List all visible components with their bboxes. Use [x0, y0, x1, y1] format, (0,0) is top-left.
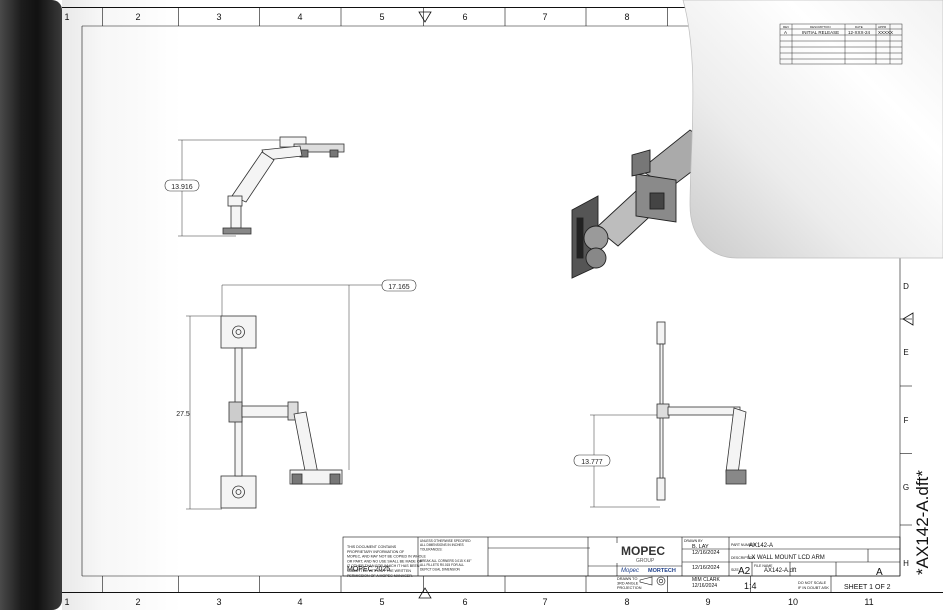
column-number: 6 [462, 597, 467, 607]
top-view [178, 136, 345, 237]
rev-header-appr: APPR [878, 25, 887, 29]
note-line: DEPICT DUAL DIMENSION [420, 567, 461, 571]
column-number: 1 [64, 12, 69, 22]
column-number: 5 [379, 12, 384, 22]
size-value: A2 [738, 566, 751, 577]
note-line: PERMISSION OF A MOPEC MANAGER. [347, 574, 413, 578]
approved-name: MIM CLARK [692, 577, 720, 583]
column-number: 3 [216, 12, 221, 22]
part-number: AX142-A [749, 543, 773, 549]
column-number: 2 [135, 597, 140, 607]
approved-date: 12/16/2024 [692, 583, 717, 589]
logo-mopec: Mopec [621, 568, 639, 574]
file-tag: *AX142-A.dft* [913, 470, 932, 575]
no-scale-1: DO NOT SCALE [798, 581, 827, 585]
note-line: 3RD ANGLE [617, 582, 639, 586]
title-block [342, 536, 901, 577]
sheet-label: SHEET 1 OF 2 [844, 584, 891, 591]
dimension-label: 17.165 [388, 284, 410, 291]
column-number: 3 [216, 597, 221, 607]
checked-date: 12/16/2024 [692, 565, 720, 571]
note-line: SUBMITTED WITHOUT THE WRITTEN [347, 569, 411, 573]
dimension-label: 27.5 [176, 411, 190, 418]
note-line: PROPRIETARY INFORMATION OF [347, 550, 405, 554]
note-line: ALL FILLETS R0.015 FOR ALL [420, 563, 464, 567]
row-letter: F [904, 416, 909, 425]
description-label: DESCRIPTION [731, 556, 755, 560]
side-height-dim: 13.777 [573, 454, 611, 467]
logo-mortech: MORTECH [648, 568, 676, 574]
drawn-date: 12/16/2024 [692, 550, 720, 556]
row-letter: D [903, 282, 909, 291]
column-number: 7 [542, 12, 547, 22]
top-height-dim: 13.916 [164, 179, 200, 192]
scale-value: 1:4 [744, 581, 757, 591]
row-letter: G [903, 483, 909, 492]
row-letter: E [903, 348, 908, 357]
note-line: IT OTHER THAN FOR WHICH IT HAS BEEN [347, 564, 420, 568]
copyright-text: MOPEC 2025 [347, 566, 390, 573]
company-logo-sub: GROUP [636, 558, 655, 564]
column-number: 6 [462, 12, 467, 22]
note-line: DRAWN TO [617, 577, 637, 581]
center-marks [418, 11, 914, 599]
side-view [590, 321, 747, 508]
description-value: LX WALL MOUNT LCD ARM [748, 555, 825, 561]
file-name-value: AX142-A.dft [764, 568, 797, 574]
column-labels-bottom: 1 2 3 4 5 6 7 8 9 10 11 [64, 597, 873, 607]
logo-area [590, 543, 678, 563]
note-line: ALL DIMENSIONS IN INCHES [420, 543, 464, 547]
break-notes: BREAK ALL CORNERS 0.015 X 45°ALL FILLETS… [420, 559, 472, 571]
rev-cell-appr: XXXXX [878, 30, 893, 35]
column-number: 5 [379, 597, 384, 607]
dimension-label: 13.777 [581, 459, 603, 466]
column-number: 4 [297, 597, 302, 607]
rev-header-desc: DESCRIPTION [810, 25, 831, 29]
note-line: MOPEC, AND MAY NOT BE COPIED IN WHOLE [347, 555, 426, 559]
rev-header-date: DATE [855, 25, 863, 29]
column-number: 1 [64, 597, 69, 607]
note-line: BREAK ALL CORNERS 0.015 X 45° [420, 559, 472, 563]
rev-cell-desc: INITIAL RELEASE [802, 30, 839, 35]
column-number: 11 [864, 597, 873, 607]
note-line: OR PART, AND NO USE SHALL BE MADE OF [347, 559, 423, 563]
note-line: TOLERANCES: [420, 547, 443, 551]
note-line: UNLESS OTHERWISE SPECIFIED [420, 539, 471, 543]
rev-cell-rev: A [784, 30, 787, 35]
size-label: SIZE [731, 568, 739, 572]
projection-symbol-icon [639, 576, 666, 586]
drawn-label: DRAWN BY [684, 539, 703, 543]
no-scale-2: IF IN DOUBT ASK [798, 586, 829, 590]
dimension-label: 13.916 [171, 184, 193, 191]
column-number: 9 [705, 597, 710, 607]
column-number: 8 [624, 597, 629, 607]
rev-cell-date: 12-XXX-24 [848, 30, 871, 35]
revision-table [779, 23, 903, 65]
scroll-roller [0, 0, 62, 610]
column-number: 2 [135, 12, 140, 22]
column-number: 7 [542, 597, 547, 607]
front-width-dim: 17.165 [381, 279, 417, 292]
column-number: 8 [624, 12, 629, 22]
rev-value: A [876, 567, 883, 578]
column-number: 4 [297, 12, 302, 22]
rev-header-rev: REV [783, 25, 789, 29]
column-number: 10 [788, 597, 798, 607]
drawn-name: B. LAY [692, 544, 709, 550]
front-view [186, 284, 384, 510]
file-name-label: FILE NAME [754, 564, 773, 568]
note-line: THIS DOCUMENT CONTAINS [347, 545, 397, 549]
company-logo: MOPEC [621, 544, 665, 558]
note-line: PROJECTION [617, 586, 642, 590]
part-number-label: PART NUMBER [731, 543, 757, 547]
row-letter: H [903, 559, 909, 568]
